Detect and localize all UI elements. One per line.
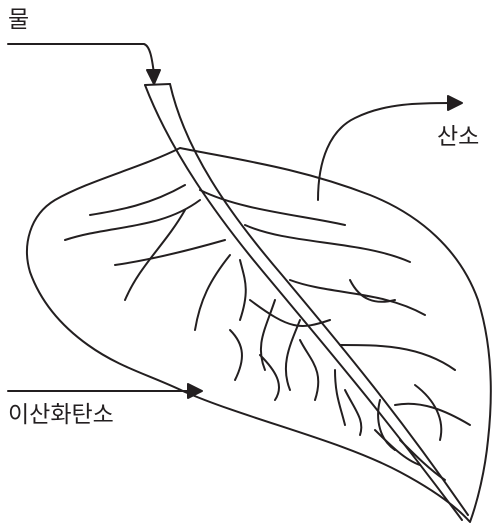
vein bbox=[230, 330, 242, 380]
vein bbox=[400, 440, 445, 480]
vein bbox=[90, 185, 185, 215]
vein bbox=[345, 390, 361, 435]
vein bbox=[300, 340, 318, 400]
carbon-dioxide-label: 이산화탄소 bbox=[8, 404, 114, 427]
vein bbox=[115, 240, 225, 265]
vein bbox=[395, 404, 470, 425]
vein bbox=[125, 210, 185, 300]
midrib-right-edge bbox=[170, 84, 468, 515]
vein bbox=[415, 385, 441, 440]
water-arrow bbox=[8, 44, 154, 74]
water-label: 물 bbox=[8, 9, 29, 32]
oxygen-arrow bbox=[318, 103, 452, 200]
water-arrowhead bbox=[147, 70, 160, 84]
oxygen-arrowhead bbox=[448, 96, 462, 110]
vein bbox=[286, 320, 300, 390]
vein bbox=[240, 260, 246, 320]
vein bbox=[335, 370, 345, 425]
petiole-cap bbox=[145, 84, 170, 85]
oxygen-label: 산소 bbox=[437, 126, 479, 149]
vein bbox=[245, 225, 410, 262]
vein bbox=[350, 280, 395, 302]
vein bbox=[195, 255, 230, 330]
